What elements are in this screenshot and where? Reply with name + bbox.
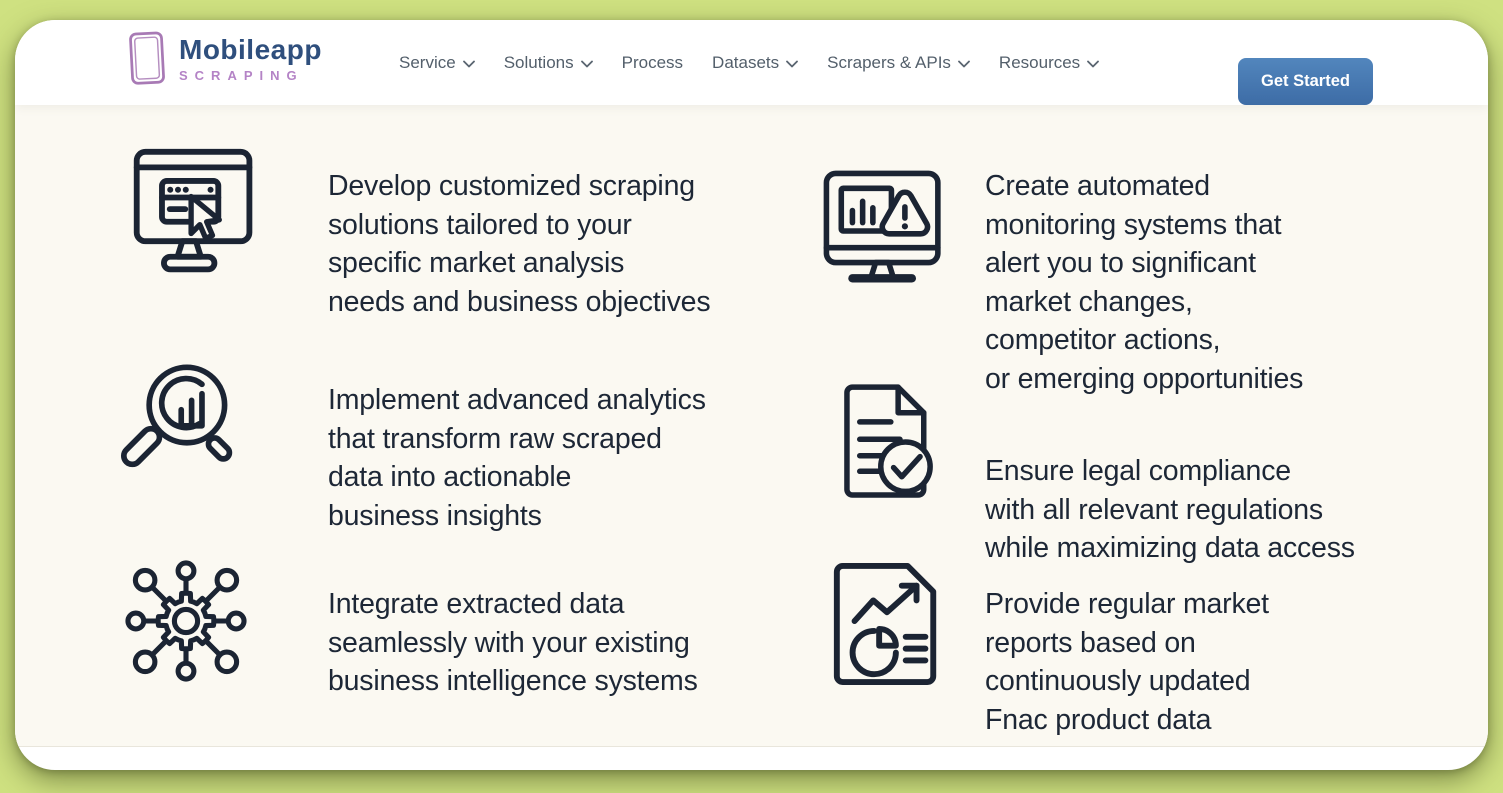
get-started-button[interactable]: Get Started: [1238, 58, 1373, 105]
nav-item-resources[interactable]: Resources: [998, 52, 1100, 73]
feature-text-2: Create automated monitoring systems that…: [985, 170, 1304, 395]
feature-text-5: Integrate extracted data seamlessly with…: [328, 588, 698, 697]
chevron-down-icon: [580, 60, 593, 67]
monitor-chart-alert-icon: [823, 170, 941, 283]
document-checkmark-icon: [844, 384, 933, 498]
chevron-down-icon: [958, 60, 970, 67]
section-divider: [15, 746, 1488, 747]
header: Mobileapp SCRAPING Service Solutions Pro…: [15, 20, 1488, 105]
chevron-down-icon: [462, 60, 475, 67]
chevron-down-icon: [1087, 60, 1100, 67]
logo-text: Mobileapp SCRAPING: [179, 34, 322, 84]
feature-text-4: Ensure legal compliance with all relevan…: [985, 455, 1355, 564]
logo-subtitle: SCRAPING: [179, 68, 304, 83]
feature-text-6: Provide regular market reports based on …: [985, 588, 1269, 736]
nav-label: Service: [399, 52, 456, 72]
nav-label: Solutions: [503, 52, 574, 72]
main-nav: Service Solutions Process Datasets Scrap…: [399, 20, 1100, 105]
nav-label: Process: [621, 52, 684, 72]
nav-label: Datasets: [712, 52, 780, 72]
page-card: Mobileapp SCRAPING Service Solutions Pro…: [15, 20, 1488, 770]
nav-item-service[interactable]: Service: [399, 53, 475, 73]
chevron-down-icon: [786, 60, 799, 67]
gear-network-icon: [125, 560, 247, 682]
nav-label: Resources: [998, 52, 1081, 72]
features-section: [15, 105, 1488, 746]
feature-text-3: Implement advanced analytics that transf…: [328, 384, 706, 532]
logo[interactable]: Mobileapp SCRAPING: [127, 28, 322, 90]
logo-title: Mobileapp: [179, 34, 322, 65]
nav-item-scrapers-apis[interactable]: Scrapers & APIs: [827, 53, 970, 73]
nav-label: Scrapers & APIs: [827, 52, 951, 72]
nav-item-process[interactable]: Process: [622, 53, 683, 73]
magnifier-bar-chart-icon: [120, 364, 233, 468]
phone-outline-icon: [129, 31, 165, 85]
nav-item-datasets[interactable]: Datasets: [712, 52, 799, 73]
feature-text-1: Develop customized scraping solutions ta…: [328, 170, 711, 318]
monitor-browser-cursor-icon: [133, 148, 253, 273]
report-trend-pie-icon: [833, 563, 937, 686]
nav-item-solutions[interactable]: Solutions: [504, 53, 593, 73]
